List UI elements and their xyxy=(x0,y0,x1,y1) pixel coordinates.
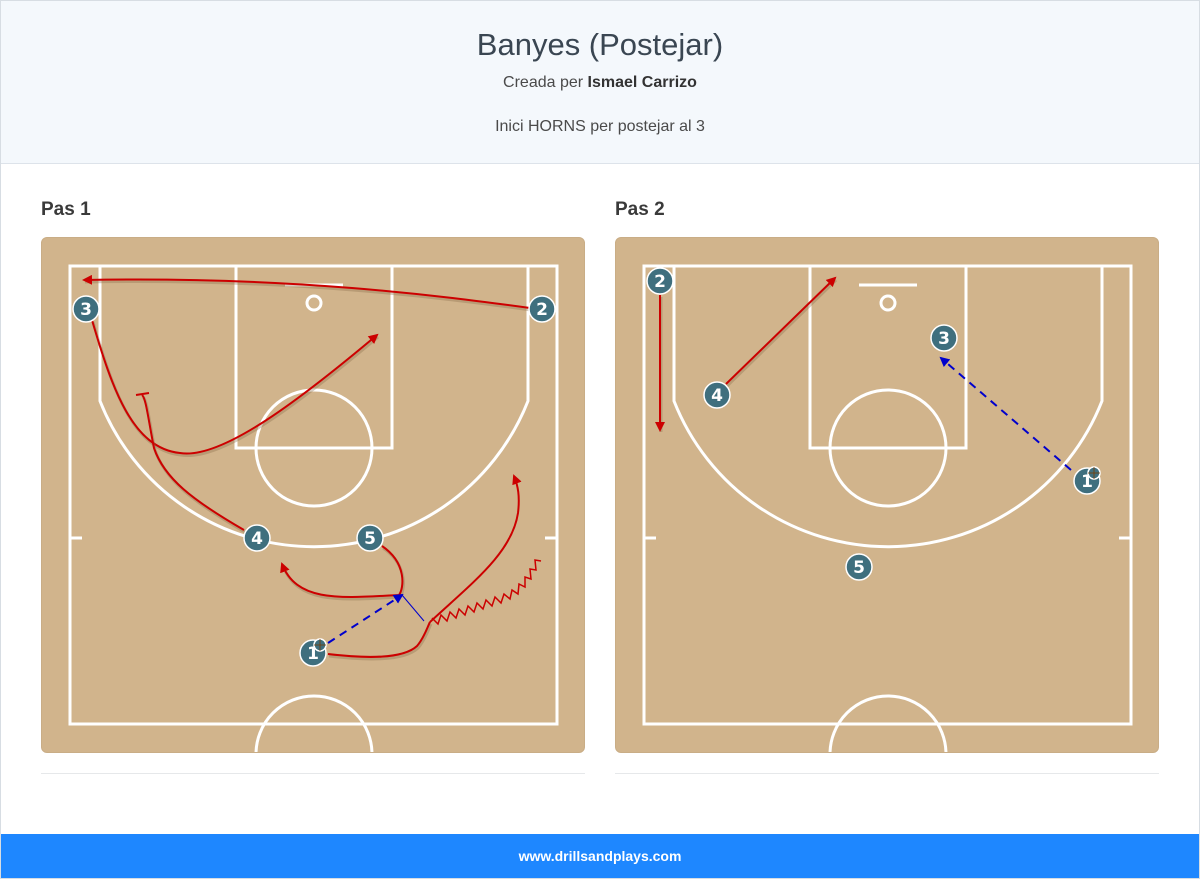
pass-arrow-1-to-5 xyxy=(327,593,425,644)
cut-arrow-2 xyxy=(655,295,665,432)
player-3[interactable]: 3 xyxy=(72,295,100,323)
svg-text:5: 5 xyxy=(364,529,376,549)
player-3[interactable]: 3 xyxy=(930,324,958,352)
court-lines xyxy=(642,264,1133,752)
page-header: Banyes (Postejar) Creada per Ismael Carr… xyxy=(1,1,1199,164)
cut-arrow-3 xyxy=(91,319,379,458)
svg-text:4: 4 xyxy=(711,386,723,406)
step-1-title: Pas 1 xyxy=(41,199,91,220)
player-4[interactable]: 4 xyxy=(243,524,271,552)
player-5[interactable]: 5 xyxy=(356,524,384,552)
player-4[interactable]: 4 xyxy=(703,381,731,409)
step-2-divider xyxy=(615,773,1159,774)
play-title: Banyes (Postejar) xyxy=(476,27,724,62)
cut-arrow-2 xyxy=(82,274,532,312)
player-2[interactable]: 2 xyxy=(646,267,674,295)
step-2-diagram: 2 4 3 1 5 xyxy=(615,237,1159,753)
svg-text:3: 3 xyxy=(80,300,92,320)
step-2-title: Pas 2 xyxy=(615,199,665,220)
step-1-players: 3 2 4 5 1 xyxy=(72,295,556,667)
basketball-icon xyxy=(1087,466,1101,480)
svg-text:4: 4 xyxy=(251,529,263,549)
site-footer[interactable]: www.drillsandplays.com xyxy=(1,834,1199,878)
svg-text:1: 1 xyxy=(1081,472,1093,492)
footer-link[interactable]: www.drillsandplays.com xyxy=(518,848,682,864)
step-2-actions xyxy=(655,276,1072,471)
play-description: Inici HORNS per postejar al 3 xyxy=(495,118,705,135)
cut-arrow-1 xyxy=(327,621,433,661)
step-1-divider xyxy=(41,773,585,774)
cut-arrow-5 xyxy=(280,545,405,601)
svg-text:3: 3 xyxy=(938,329,950,349)
step-1-diagram: 3 2 4 5 1 xyxy=(41,237,585,753)
cut-arrow-4 xyxy=(725,276,838,388)
author-name: Ismael Carrizo xyxy=(587,74,697,91)
step-1-actions xyxy=(82,274,542,661)
author-line: Creada per Ismael Carrizo xyxy=(1,74,1199,92)
pass-arrow-1-to-3 xyxy=(939,356,1072,471)
dribble-arrow-1 xyxy=(429,474,542,626)
svg-text:5: 5 xyxy=(853,558,865,578)
player-2[interactable]: 2 xyxy=(528,295,556,323)
player-1[interactable]: 1 xyxy=(299,638,327,667)
player-1[interactable]: 1 xyxy=(1073,466,1101,495)
created-prefix: Creada per xyxy=(503,74,584,91)
step-2-players: 2 4 3 1 5 xyxy=(646,267,1101,581)
svg-text:1: 1 xyxy=(307,644,319,664)
svg-text:2: 2 xyxy=(536,300,548,320)
court-lines xyxy=(68,264,559,752)
svg-text:2: 2 xyxy=(654,272,666,292)
basketball-icon xyxy=(313,638,327,652)
screen-line-4 xyxy=(135,392,246,534)
player-5[interactable]: 5 xyxy=(845,553,873,581)
